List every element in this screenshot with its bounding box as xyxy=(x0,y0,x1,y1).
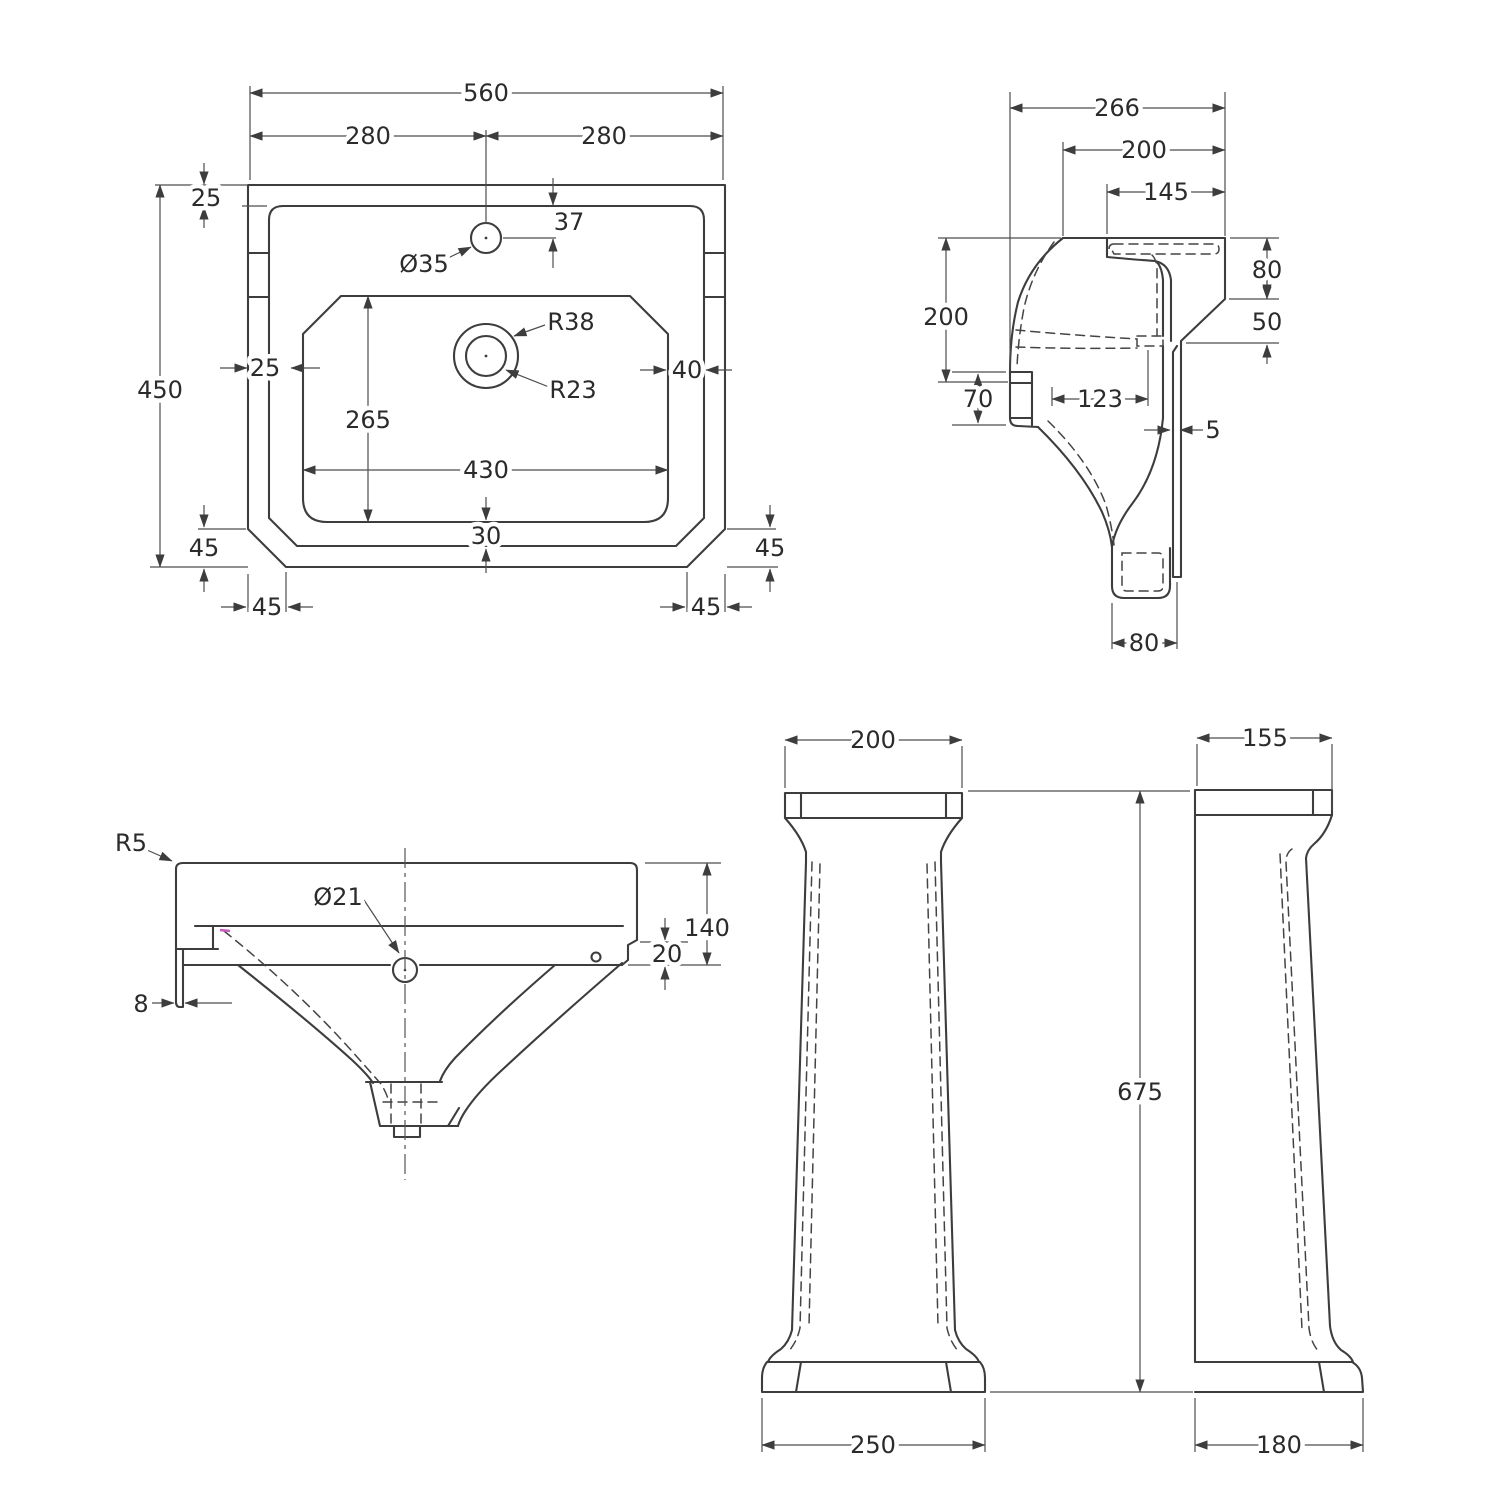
dim-text-265: 265 xyxy=(345,406,391,434)
dim-text-37: 37 xyxy=(554,208,585,236)
pedestal-side-extensions xyxy=(1194,744,1364,1452)
pedestal-front-view: 200 250 675 xyxy=(760,722,1193,1464)
pedestal-side-view: 155 180 xyxy=(1193,720,1365,1464)
dim-text-266: 266 xyxy=(1094,94,1140,122)
leader-overflow xyxy=(363,899,400,954)
section-front-curve xyxy=(1008,236,1065,374)
dim-text-280-left: 280 xyxy=(345,122,391,150)
dim-text-140: 140 xyxy=(684,914,730,942)
pedestal-side-base xyxy=(1193,1360,1365,1394)
front-left-wall xyxy=(174,867,220,1009)
plan-bowl-outline xyxy=(301,294,670,524)
pedestal-side-column xyxy=(1193,788,1355,1364)
pedestal-front-hidden xyxy=(787,861,960,1353)
waste-outer-circle xyxy=(452,322,520,390)
dim-text-200-left: 200 xyxy=(923,303,969,331)
dim-text-430: 430 xyxy=(463,456,509,484)
dim-text-overflow-dia: Ø21 xyxy=(313,883,362,911)
fixing-hole xyxy=(590,951,602,963)
front-bowl-section-inner xyxy=(438,963,557,1083)
dim-text-450: 450 xyxy=(137,376,183,404)
plan-extension-lines xyxy=(150,86,778,612)
leader-r38 xyxy=(513,324,546,337)
front-datum-mark xyxy=(219,928,231,933)
dim-text-180: 180 xyxy=(1256,1431,1302,1459)
dim-text-45-right-v: 45 xyxy=(755,534,786,562)
dim-text-45-right-h: 45 xyxy=(691,593,722,621)
front-section-view: R5 Ø21 140 20 8 xyxy=(111,825,734,1180)
dim-text-200-top: 200 xyxy=(1121,136,1167,164)
dim-text-8: 8 xyxy=(133,990,148,1018)
tap-hole-center xyxy=(484,236,488,240)
dim-text-20: 20 xyxy=(652,940,683,968)
pedestal-front-column xyxy=(766,816,981,1364)
dim-text-280-right: 280 xyxy=(581,122,627,150)
section-stem xyxy=(1110,260,1165,548)
dim-text-250: 250 xyxy=(850,1431,896,1459)
section-hidden-rim-bar xyxy=(1108,243,1220,337)
plan-inner-rim-outline xyxy=(267,204,706,548)
dim-text-r38: R38 xyxy=(547,308,594,336)
dim-text-155: 155 xyxy=(1242,724,1288,752)
section-front-rim-stack xyxy=(1008,370,1040,429)
front-hidden-bowl xyxy=(223,930,389,1100)
section-bowl-underside xyxy=(1036,425,1114,549)
leader-r23 xyxy=(505,369,550,388)
pedestal-front-cap xyxy=(783,791,964,820)
section-back-outline xyxy=(1171,236,1227,579)
dim-text-145: 145 xyxy=(1143,178,1189,206)
plan-outer-outline xyxy=(246,183,727,569)
pedestal-front-extensions xyxy=(761,746,1193,1452)
plan-edge-notches xyxy=(246,251,727,299)
dim-text-200-pedestal: 200 xyxy=(850,726,896,754)
dim-text-70: 70 xyxy=(963,385,994,413)
section-hidden-bowl xyxy=(1047,420,1115,546)
section-hidden-front xyxy=(1016,241,1055,369)
front-outlet-boss xyxy=(364,1080,461,1139)
dim-text-25-top: 25 xyxy=(191,184,222,212)
dim-text-560: 560 xyxy=(463,79,509,107)
pedestal-side-cap xyxy=(1193,788,1334,817)
dim-text-50: 50 xyxy=(1252,308,1283,336)
waste-inner-circle xyxy=(464,334,508,378)
front-hidden-outlet xyxy=(382,1083,439,1125)
dim-text-45-left-h: 45 xyxy=(252,593,283,621)
section-hidden-rim-edges xyxy=(1015,329,1138,350)
plan-view: 560 280 280 25 450 37 Ø35 R38 R23 25 40 … xyxy=(133,75,790,626)
section-extension-lines xyxy=(938,92,1279,649)
side-section-view: 266 200 145 200 80 50 70 123 5 80 xyxy=(919,90,1287,662)
front-bowl-section-outer xyxy=(456,961,624,1128)
pedestal-front-base xyxy=(760,1360,987,1394)
dim-text-123: 123 xyxy=(1077,385,1123,413)
dim-text-45-left-v: 45 xyxy=(189,534,220,562)
dim-text-675: 675 xyxy=(1117,1078,1163,1106)
dim-text-tap-dia: Ø35 xyxy=(399,250,448,278)
pedestal-side-hidden xyxy=(1279,848,1321,1354)
front-bowl-left xyxy=(236,963,375,1085)
dim-text-80-right: 80 xyxy=(1252,256,1283,284)
section-hidden-overflow-slot xyxy=(1136,335,1164,347)
dim-text-80-bottom: 80 xyxy=(1129,629,1160,657)
leader-r5 xyxy=(146,849,173,862)
waste-center xyxy=(484,354,488,358)
dim-text-r23: R23 xyxy=(549,376,596,404)
dim-text-25-left: 25 xyxy=(250,354,281,382)
dim-text-40: 40 xyxy=(672,356,703,384)
dim-text-30: 30 xyxy=(471,522,502,550)
leader-tap-dia xyxy=(447,246,472,259)
dim-text-r5: R5 xyxy=(115,829,147,857)
section-hidden-foot xyxy=(1121,552,1164,592)
front-outer-outline xyxy=(174,861,639,967)
section-foot xyxy=(1110,545,1172,600)
dim-text-5: 5 xyxy=(1205,416,1220,444)
